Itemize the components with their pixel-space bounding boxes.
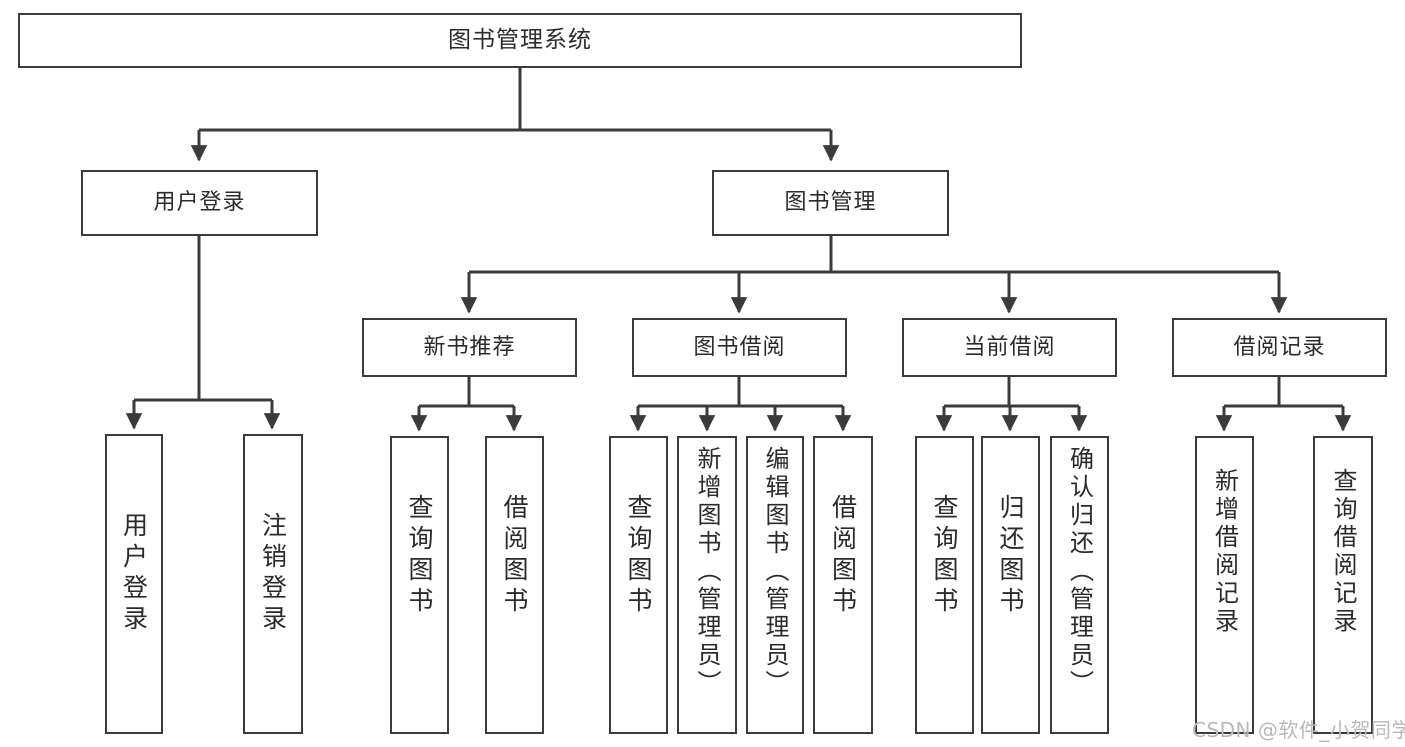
node-label: 新增图书（管理员） — [693, 446, 721, 698]
node-user-login[interactable]: 用户登录 — [81, 170, 318, 236]
node-root-system[interactable]: 图书管理系统 — [18, 13, 1022, 68]
node-leaf-query-book-1[interactable]: 查询图书 — [390, 436, 449, 734]
node-new-book-recommend[interactable]: 新书推荐 — [362, 318, 577, 377]
node-label: 编辑图书（管理员） — [761, 446, 789, 698]
node-label: 查询图书 — [930, 494, 959, 618]
node-current-borrow[interactable]: 当前借阅 — [902, 318, 1117, 377]
node-label: 查询图书 — [405, 494, 434, 618]
node-leaf-query-borrow-record[interactable]: 查询借阅记录 — [1313, 436, 1373, 734]
node-book-borrow[interactable]: 图书借阅 — [632, 318, 847, 377]
node-leaf-add-book-admin[interactable]: 新增图书（管理员） — [677, 436, 737, 734]
node-leaf-add-borrow-record[interactable]: 新增借阅记录 — [1195, 436, 1254, 734]
node-label: 图书借阅 — [693, 334, 786, 360]
node-label: 查询借阅记录 — [1329, 468, 1357, 636]
node-leaf-query-book-2[interactable]: 查询图书 — [609, 436, 668, 734]
node-label: 用户登录 — [119, 512, 149, 636]
node-label: 当前借阅 — [963, 334, 1056, 360]
node-label: 借阅图书 — [500, 494, 529, 618]
node-label: 查询图书 — [624, 494, 653, 618]
node-label: 确认归还（管理员） — [1065, 446, 1094, 698]
node-leaf-return-book[interactable]: 归还图书 — [981, 436, 1040, 734]
node-leaf-query-book-3[interactable]: 查询图书 — [915, 436, 974, 734]
node-label: 图书管理 — [784, 190, 877, 216]
node-label: 新书推荐 — [423, 334, 516, 360]
node-borrow-record[interactable]: 借阅记录 — [1172, 318, 1387, 377]
node-leaf-borrow-book-1[interactable]: 借阅图书 — [485, 436, 544, 734]
node-label: 注销登录 — [258, 512, 288, 636]
node-label: 新增借阅记录 — [1210, 468, 1239, 636]
node-label: 图书管理系统 — [448, 27, 592, 54]
node-leaf-borrow-book-2[interactable]: 借阅图书 — [813, 436, 873, 734]
watermark-text: CSDN @软件_小贺同学 — [1192, 718, 1405, 742]
node-label: 用户登录 — [153, 190, 246, 216]
node-book-management[interactable]: 图书管理 — [712, 170, 949, 236]
node-leaf-confirm-return-admin[interactable]: 确认归还（管理员） — [1050, 436, 1109, 734]
node-leaf-user-login[interactable]: 用户登录 — [105, 434, 163, 734]
node-label: 归还图书 — [996, 494, 1025, 618]
node-label: 借阅记录 — [1233, 334, 1326, 360]
node-label: 借阅图书 — [828, 494, 858, 618]
node-leaf-edit-book-admin[interactable]: 编辑图书（管理员） — [746, 436, 804, 734]
node-leaf-logout-login[interactable]: 注销登录 — [243, 434, 303, 734]
